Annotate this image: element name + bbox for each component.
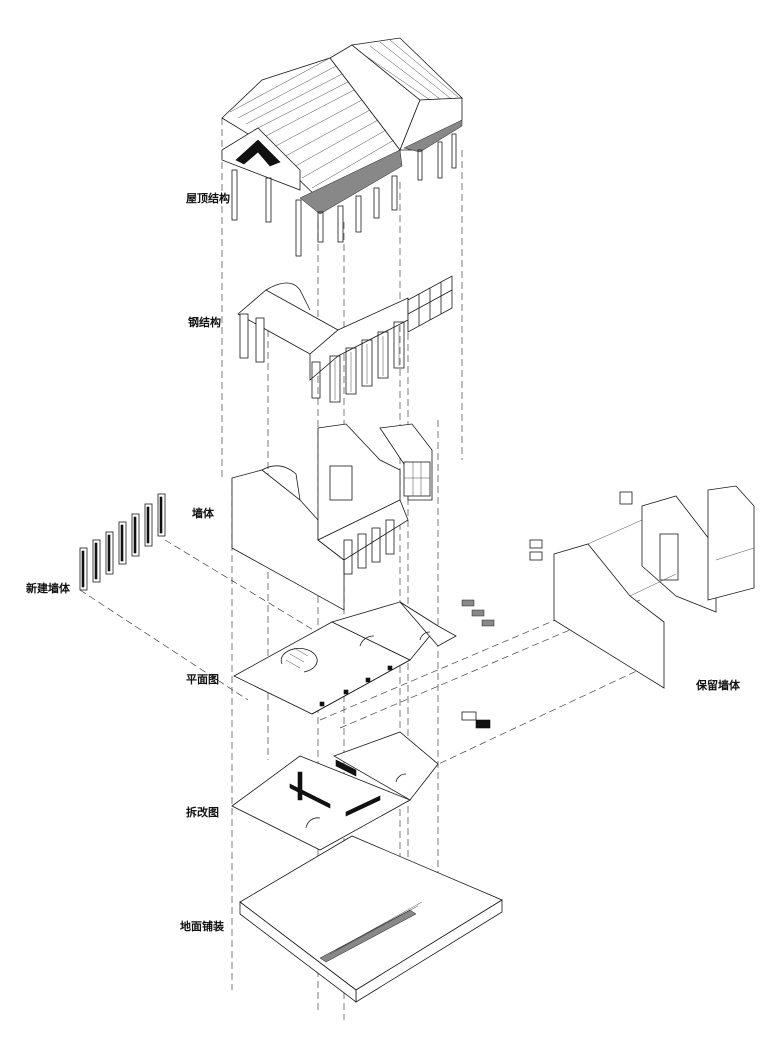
label-walls: 墙体 [192, 507, 214, 520]
floor-plan-layer [233, 601, 457, 715]
new-walls-layer [79, 493, 166, 591]
walls-layer [231, 423, 433, 611]
flooring-layer [239, 835, 503, 1003]
label-new-walls: 新建墙体 [26, 582, 70, 595]
label-plan: 平面图 [186, 673, 219, 686]
label-demolition: 拆改图 [186, 806, 219, 819]
label-roof-structure: 屋顶结构 [186, 192, 230, 205]
roof-structure [221, 37, 463, 257]
steel-structure [237, 275, 453, 403]
legend-lower [461, 711, 491, 729]
label-flooring: 地面铺装 [180, 920, 224, 933]
legend-upper [461, 599, 495, 627]
label-retained-walls: 保留墙体 [696, 679, 740, 692]
label-steel-structure: 钢结构 [188, 316, 221, 329]
demolition-plan-layer [231, 731, 439, 851]
retained-walls-layer [529, 485, 755, 689]
